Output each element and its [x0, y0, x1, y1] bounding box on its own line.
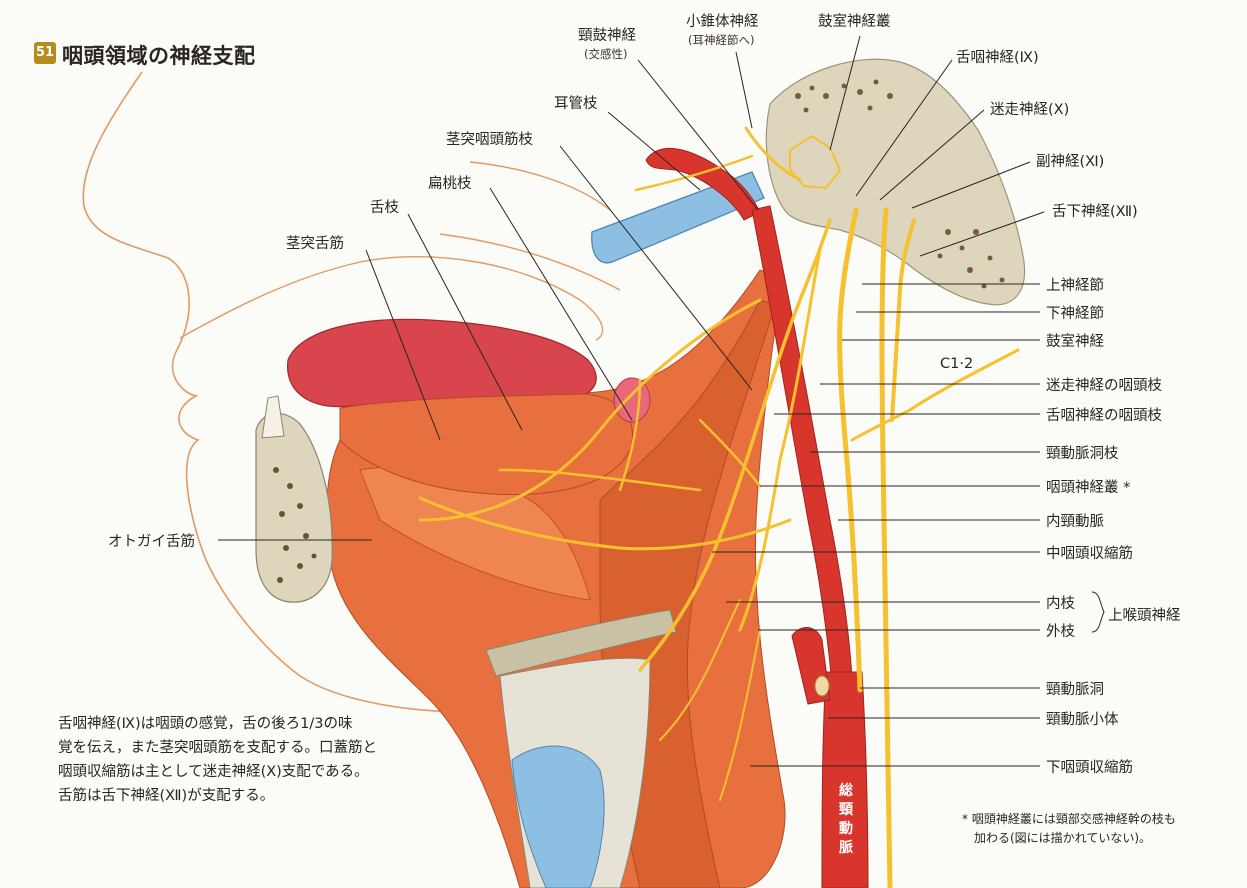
label-superior-laryngeal-nerve: 上喉頭神経 [1108, 608, 1181, 624]
label-internal-carotid-artery: 内頸動脈 [1046, 514, 1104, 530]
figure-number-badge: 51 [34, 42, 56, 64]
label-external-branch: 外枝 [1046, 624, 1075, 640]
label-tympanic-cord: 頸鼓神経 [578, 28, 636, 44]
internal-carotid-artery [751, 205, 853, 685]
leader-lines [218, 35, 1105, 767]
face-outline [82, 71, 471, 713]
label-stylopharyngeal-branch: 茎突咽頭筋枝 [446, 132, 533, 148]
caption-line: 舌筋は舌下神経(Ⅻ)が支配する。 [58, 788, 275, 804]
label-genioglossus: オトガイ舌筋 [108, 534, 195, 550]
footnote-line: * 咽頭神経叢には頸部交感神経幹の枝も [962, 812, 1176, 826]
nasal-upper-outline [469, 161, 611, 211]
label-inferior-constrictor: 下咽頭収縮筋 [1046, 760, 1133, 776]
mandible [255, 395, 333, 603]
label-pharyngeal-plexus: 咽頭神経叢 * [1046, 480, 1131, 496]
label-accessory-nerve: 副神経(Ⅺ) [1036, 154, 1105, 170]
caption-text: 舌咽神経(Ⅸ)は咽頭の感覚，舌の後ろ1/3の味 覚を伝え，また茎突咽頭筋を支配す… [58, 712, 453, 808]
carotid-body [814, 675, 830, 697]
label-superior-ganglion: 上神経節 [1046, 278, 1104, 294]
label-c1-2: C1·2 [940, 356, 974, 372]
footnote-line: 加わる(図には描かれていない)。 [974, 831, 1152, 845]
artery-upper [645, 147, 761, 221]
caption-line: 咽頭収縮筋は主として迷走神経(Ⅹ)支配である。 [58, 764, 369, 780]
tongue [287, 318, 597, 408]
label-tympanic-nerve: 鼓室神経 [1046, 334, 1104, 350]
label-common-carotid-artery: 総頸動脈 [839, 783, 853, 856]
label-tympanic-cord-sub: (交感性) [584, 47, 628, 61]
label-hypoglossal-nerve: 舌下神経(Ⅻ) [1052, 204, 1138, 220]
label-middle-constrictor: 中咽頭収縮筋 [1046, 546, 1133, 562]
label-lesser-petrosal: 小錐体神経 [686, 14, 759, 30]
label-carotid-sinus: 頸動脈洞 [1046, 682, 1104, 698]
hyoid-bone [485, 609, 677, 677]
label-lingual-branch: 舌枝 [370, 200, 399, 216]
label-styloglossus: 茎突舌筋 [286, 236, 344, 252]
nerves [418, 126, 1020, 888]
label-tonsillar-branch: 扁桃枝 [428, 176, 472, 192]
label-vagus-pharyngeal-branch: 迷走神経の咽頭枝 [1046, 378, 1162, 394]
label-glossopharyngeal-pharyngeal-branch: 舌咽神経の咽頭枝 [1046, 408, 1162, 424]
caption-line: 覚を伝え，また茎突咽頭筋を支配する。口蓋筋と [58, 740, 377, 756]
label-inferior-ganglion: 下神経節 [1046, 306, 1104, 322]
common-carotid-artery [821, 671, 869, 888]
caption-line: 舌咽神経(Ⅸ)は咽頭の感覚，舌の後ろ1/3の味 [58, 716, 353, 732]
nasal-outline [179, 255, 604, 341]
larynx-blue [511, 745, 605, 888]
label-tubal-branch: 耳管枝 [554, 96, 598, 112]
label-carotid-sinus-branch: 頸動脈洞枝 [1046, 446, 1119, 462]
label-vagus-nerve: 迷走神経(Ⅹ) [990, 102, 1070, 118]
footnote: * 咽頭神経叢には頸部交感神経幹の枝も 加わる(図には描かれていない)。 [962, 810, 1232, 848]
label-lesser-petrosal-sub: (耳神経節へ) [688, 33, 755, 47]
temporal-bone [765, 58, 1026, 306]
label-glossopharyngeal-nerve: 舌咽神経(Ⅸ) [956, 50, 1039, 66]
figure-title: 咽頭領域の神経支配 [62, 44, 256, 68]
label-tympanic-plexus: 鼓室神経叢 [818, 14, 891, 30]
label-internal-branch: 内枝 [1046, 596, 1075, 612]
label-carotid-body: 頸動脈小体 [1046, 712, 1119, 728]
